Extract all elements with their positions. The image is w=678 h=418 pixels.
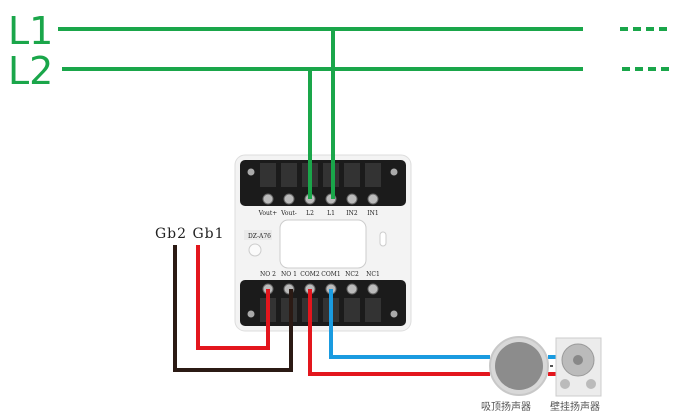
top-terminal-screw	[283, 193, 295, 205]
bottom-terminal-label: NO 2	[260, 271, 276, 278]
gb1-wire	[196, 245, 270, 350]
bottom-terminal-screw	[367, 283, 379, 295]
top-terminal-label: L2	[306, 210, 314, 217]
top-terminal-slot	[260, 163, 276, 187]
top-terminal-screw	[262, 193, 274, 205]
model-label: DZ-A76	[248, 233, 271, 240]
gb2-wire	[173, 245, 293, 372]
l1-label: L1	[8, 9, 53, 53]
bottom-terminal-label: COM1	[321, 271, 340, 278]
module-window	[279, 219, 367, 269]
com1-wire	[329, 289, 490, 359]
bottom-terminal-slot	[344, 298, 360, 322]
top-terminal-label: Vout-	[280, 210, 297, 217]
top-terminal-label: L1	[327, 210, 335, 217]
bottom-terminal-label: COM2	[300, 271, 320, 278]
ceiling-speaker-label: 吸顶扬声器	[481, 400, 531, 413]
top-terminal-label: IN1	[367, 210, 378, 217]
wall-speaker	[555, 337, 602, 397]
top-terminal-label: IN2	[346, 210, 358, 217]
l2-label: L2	[8, 49, 53, 93]
top-terminal-slot	[365, 163, 381, 187]
wall-speaker-label: 壁挂扬声器	[550, 400, 600, 413]
top-terminal-label: Vout+	[258, 210, 278, 217]
top-terminal-slot	[281, 163, 297, 187]
top-terminal-screw	[346, 193, 358, 205]
model-badge	[244, 230, 272, 240]
top-terminal-screw	[367, 193, 379, 205]
bottom-terminal-screw	[346, 283, 358, 295]
ceiling-speaker	[489, 336, 549, 396]
bottom-terminal-slot	[365, 298, 381, 322]
top-terminal-slot	[344, 163, 360, 187]
com2-wire	[308, 289, 490, 376]
bottom-terminal-label: NC1	[366, 271, 380, 278]
bottom-terminal-label: NC2	[345, 271, 359, 278]
gb-label: Gb2 Gb1	[155, 226, 225, 242]
bottom-terminal-label: NO 1	[281, 271, 297, 278]
